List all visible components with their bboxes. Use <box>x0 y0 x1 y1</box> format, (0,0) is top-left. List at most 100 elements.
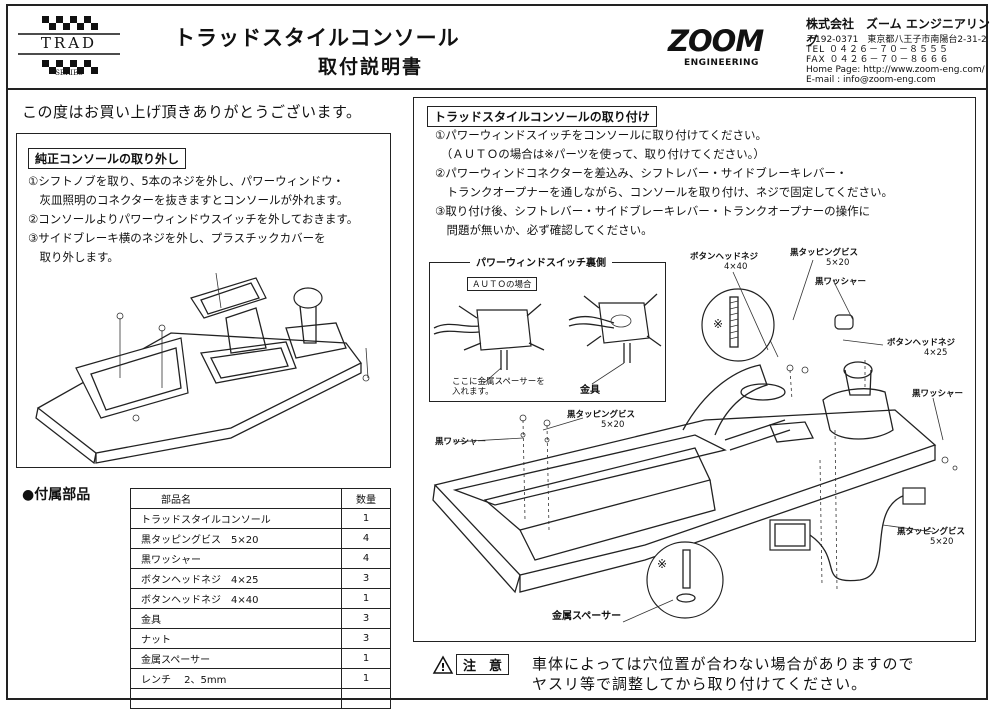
part-qty: 3 <box>341 628 391 649</box>
company-fax: FAX ０４２６－７０－８６６６ <box>806 55 950 65</box>
part-name: レンチ 2、5mm <box>130 668 342 689</box>
callout-size-425: 4×25 <box>924 348 948 358</box>
callout-washer-left: 黒ワッシャー <box>435 437 487 447</box>
removal-line-3: ②コンソールよりパワーウィンドウスイッチを外しておきます。 <box>28 212 359 226</box>
stock-console-illustration <box>35 272 370 465</box>
zoom-logo: ZOOM ENGINEERING <box>668 24 792 70</box>
switch-back-illustration <box>433 293 662 385</box>
table-row <box>130 688 391 709</box>
part-qty: 3 <box>341 608 391 629</box>
leader-lines <box>452 259 944 623</box>
removal-line-1: ①シフトノブを取り、5本のネジを外し、パワーウィンドウ・ <box>28 174 345 188</box>
callout-button-head-440: ボタンヘッドネジ <box>690 252 759 262</box>
part-name: ナット <box>130 628 342 649</box>
parts-header: ●付属部品 <box>22 487 91 503</box>
install-line-6: 問題が無いか、必ず確認してください。 <box>435 223 653 237</box>
caution-label: 注 意 <box>456 654 510 675</box>
removal-line-4: ③サイドブレーキ横のネジを外し、プラスチックカバーを <box>28 231 326 245</box>
part-qty <box>341 688 391 709</box>
mark-callout-spacer: ※ <box>657 557 668 571</box>
table-header-row: 部品名 数量 <box>130 488 391 509</box>
removal-section <box>16 133 391 468</box>
callout-size-left: 5×20 <box>601 420 625 430</box>
callout-washer-top: 黒ワッシャー <box>815 277 867 287</box>
mark-callout-screw: ※ <box>713 317 724 331</box>
part-qty: 1 <box>341 508 391 529</box>
callout-spacer: 金属スペーサー <box>552 611 622 622</box>
part-name: 黒ワッシャー <box>130 548 342 569</box>
install-line-3: ②パワーウィンドコネクターを差込み、シフトレバー・サイドブレーキレバー・ <box>435 166 848 180</box>
install-line-4: トランクオープナーを通しながら、コンソールを取り付け、ネジで固定してください。 <box>435 185 894 199</box>
install-line-2: （ＡＵＴＯの場合は※パーツを使って、取り付けてください。） <box>435 147 765 161</box>
callout-tapping-top: 黒タッピングビス <box>790 248 859 258</box>
callout-washer-right: 黒ワッシャー <box>912 389 964 399</box>
screw-detail-circle <box>701 288 779 362</box>
part-name: ボタンヘッドネジ 4×40 <box>130 588 342 609</box>
part-name: 金属スペーサー <box>130 648 342 669</box>
intro-text: この度はお買い上げ頂きありがとうございます。 <box>22 103 362 121</box>
warning-triangle-icon: ! <box>432 655 454 674</box>
caution-line-2: ヤスリ等で調整してから取り付けてください。 <box>532 675 868 693</box>
zoom-logo-sub: ENGINEERING <box>684 58 759 68</box>
part-name <box>130 688 342 709</box>
part-qty: 1 <box>341 668 391 689</box>
checker-pattern-icon <box>18 16 120 74</box>
caution-line-1: 車体によっては穴位置が合わない場合がありますので <box>532 655 915 673</box>
part-name: 黒タッピングビス 5×20 <box>130 528 342 549</box>
auto-label: ＡＵＴＯの場合 <box>467 277 537 291</box>
part-name: ボタンヘッドネジ 4×25 <box>130 568 342 589</box>
part-qty: 3 <box>341 568 391 589</box>
part-qty: 4 <box>341 548 391 569</box>
logo-word: TRAD <box>40 34 98 52</box>
spacer-note-line1: ここに金属スペーサーを <box>452 377 545 387</box>
removal-header: 純正コンソールの取り外し <box>28 148 187 169</box>
logo-series: SERIES <box>55 69 83 77</box>
svg-text:!: ! <box>440 661 445 674</box>
install-instructions: ①パワーウィンドスイッチをコンソールに取り付けてください。 （ＡＵＴＯの場合は※… <box>435 126 893 240</box>
callout-tapping-left: 黒タッピングビス <box>567 410 636 420</box>
callout-size-top: 5×20 <box>826 258 850 268</box>
removal-line-5: 取り外します。 <box>28 250 119 264</box>
switch-back-title: パワーウィンドスイッチ裏側 <box>470 254 612 269</box>
console-install-illustration <box>432 314 958 594</box>
callout-size-440: 4×40 <box>724 262 748 272</box>
company-homepage: Home Page: http://www.zoom-eng.com/ <box>806 65 985 75</box>
trad-series-logo: TRAD SERIES <box>16 14 122 80</box>
company-tel: TEL ０４２６－７０－８５５５ <box>806 45 950 55</box>
company-name: 株式会社 ズーム エンジニアリング <box>806 17 990 48</box>
col-name-header: 部品名 <box>130 488 342 509</box>
company-email: E-mail : info@zoom-eng.com <box>806 75 936 85</box>
company-address: 〒192-0371 東京都八王子市南陽台2-31-2 <box>806 35 987 45</box>
install-line-5: ③取り付け後、シフトレバー・サイドブレーキレバー・トランクオープナーの操作に <box>435 204 871 218</box>
part-qty: 4 <box>341 528 391 549</box>
part-qty: 1 <box>341 588 391 609</box>
spacer-detail-circle <box>646 541 724 619</box>
part-qty: 1 <box>341 648 391 669</box>
install-line-1: ①パワーウィンドスイッチをコンソールに取り付けてください。 <box>435 128 767 142</box>
page-title: トラッドスタイルコンソール <box>174 26 460 50</box>
install-section <box>413 97 976 642</box>
removal-line-2: 灰皿照明のコネクターを抜きますとコンソールが外れます。 <box>28 193 349 207</box>
part-name: 金具 <box>130 608 342 629</box>
part-name: トラッドスタイルコンソール <box>130 508 342 529</box>
spacer-note-line2: 入れます。 <box>452 387 494 397</box>
page-frame <box>6 4 988 700</box>
zoom-logo-text: ZOOM <box>668 24 764 58</box>
callout-size-right: 5×20 <box>930 537 954 547</box>
header-divider <box>6 88 988 90</box>
bracket-label: 金具 <box>580 385 600 396</box>
removal-instructions: ①シフトノブを取り、5本のネジを外し、パワーウィンドウ・ 灰皿照明のコネクターを… <box>28 172 358 267</box>
install-header: トラッドスタイルコンソールの取り付け <box>427 106 657 127</box>
callout-button-head-425: ボタンヘッドネジ <box>887 338 956 348</box>
col-qty-header: 数量 <box>341 488 391 509</box>
